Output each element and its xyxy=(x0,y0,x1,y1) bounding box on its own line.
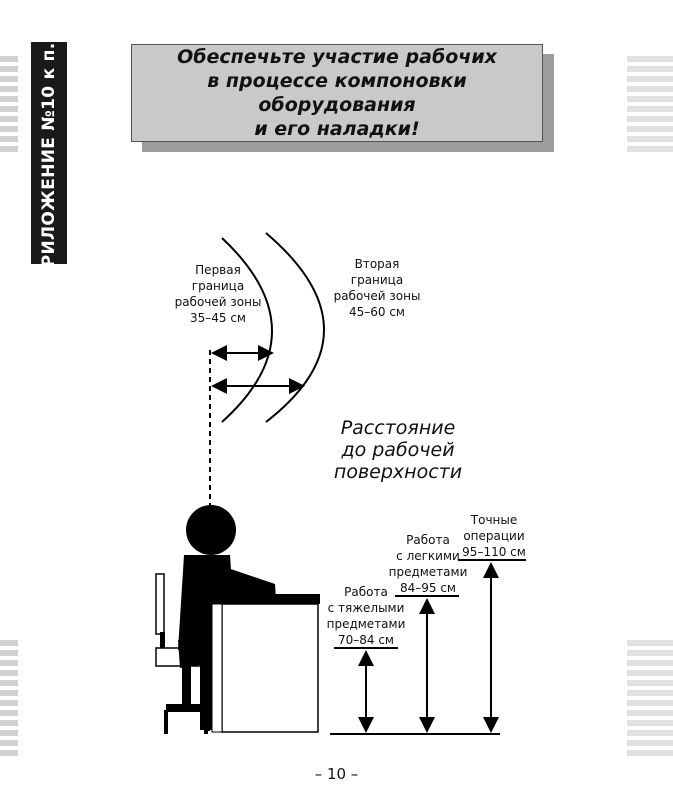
second-zone-boundary-arc xyxy=(265,232,325,423)
appendix-side-tab: ПРИЛОЖЕНИЕ №10 к п. 9 xyxy=(31,24,67,282)
heavy-work-range: 70–84 см xyxy=(337,633,394,647)
chair-backrest xyxy=(155,573,165,635)
precise-work-range: 95–110 см xyxy=(462,545,526,559)
person-arm xyxy=(208,562,276,600)
left-margin-stripes-bottom xyxy=(0,640,18,760)
right-margin-stripes-bottom xyxy=(627,640,673,760)
left-margin-stripes-top xyxy=(0,56,18,156)
first-zone-label: Первая граница рабочей зоны 35–45 см xyxy=(174,263,262,325)
light-work-title: Работа с легкими предметами xyxy=(388,533,468,579)
chair-stem xyxy=(182,666,191,706)
title-banner: Обеспечьте участие рабочих в процессе ко… xyxy=(131,44,543,142)
desk-inner-panel xyxy=(211,603,223,733)
second-zone-label: Вторая граница рабочей зоны 45–60 см xyxy=(333,257,421,319)
banner-title: Обеспечьте участие рабочих в процессе ко… xyxy=(177,46,497,140)
desk-top xyxy=(210,594,320,604)
first-zone-boundary-arc xyxy=(221,237,273,423)
chair-back-post xyxy=(160,632,165,652)
person-head xyxy=(186,505,236,555)
desk-body xyxy=(221,603,319,733)
page-number: – 10 – xyxy=(314,765,359,783)
chair-base xyxy=(166,704,208,712)
heavy-work-title: Работа с тяжелыми предметами xyxy=(326,585,406,631)
right-margin-stripes-top xyxy=(627,56,673,156)
light-work-range: 84–95 см xyxy=(399,581,456,595)
chair-leg-left xyxy=(164,710,168,734)
precise-work-title: Точные операции xyxy=(463,513,525,543)
surface-distance-heading: Расстояние до рабочей поверхности xyxy=(333,417,463,483)
